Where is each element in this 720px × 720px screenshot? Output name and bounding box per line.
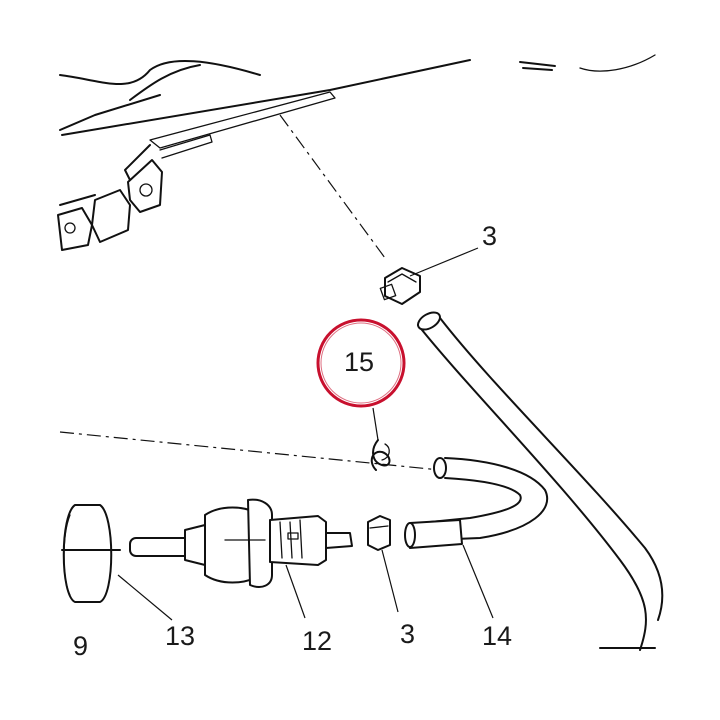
callout-3-top: 3 (482, 221, 497, 251)
highlight-ring (316, 318, 406, 408)
lower-hose (404, 457, 549, 549)
grommet (61, 504, 121, 603)
upper-hose (417, 311, 664, 651)
alignment-lines (59, 114, 441, 471)
callout-15: 15 (344, 347, 374, 377)
hose-clip-bottom (367, 515, 391, 551)
valve-assembly (129, 498, 353, 588)
callout-13: 13 (165, 621, 195, 651)
callout-9: 9 (73, 631, 88, 661)
hose-clip-top (379, 267, 421, 305)
callout-14: 14 (482, 621, 512, 651)
leader-lines (117, 247, 494, 621)
callout-3-bottom: 3 (400, 619, 415, 649)
callout-12: 12 (302, 626, 332, 656)
spring-clip (370, 439, 391, 471)
frame-bracket (57, 54, 656, 251)
